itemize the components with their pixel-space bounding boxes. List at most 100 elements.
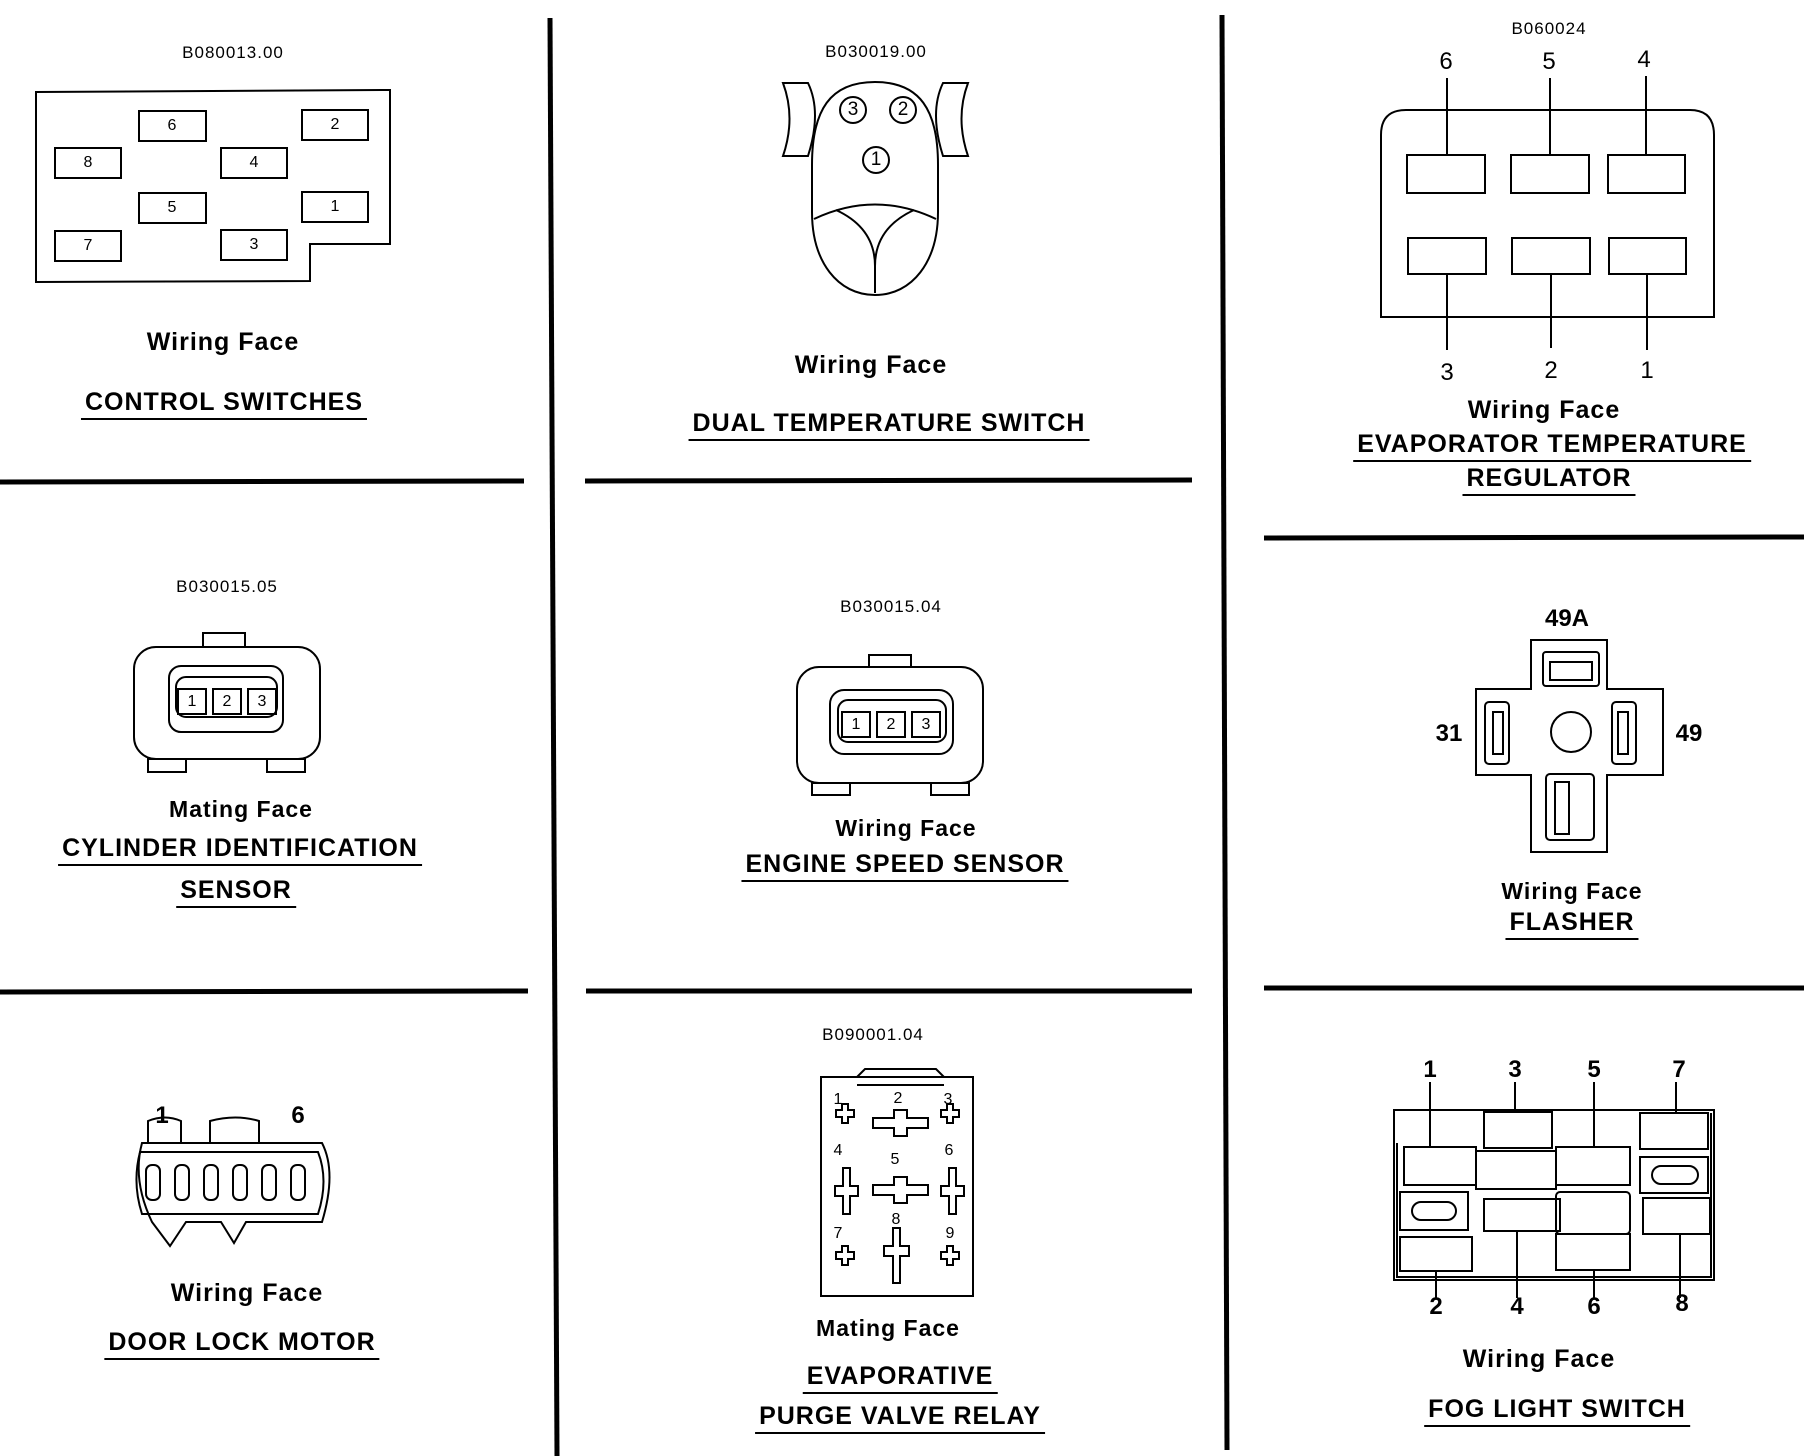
- pin-4-label: 4: [249, 154, 259, 171]
- pin-box-2: [876, 711, 906, 738]
- door-lock-face: Wiring Face: [170, 1279, 324, 1307]
- pin-box-3: [911, 711, 941, 738]
- pin-2-label: 2: [1429, 1293, 1443, 1320]
- pin-2-label: 2: [886, 716, 896, 733]
- pin-4-label: 4: [1637, 46, 1651, 73]
- pin-1-label: 1: [155, 1102, 169, 1129]
- engine-speed-face: Wiring Face: [835, 815, 977, 841]
- pin-2-label: 2: [222, 693, 232, 710]
- pin-6-label: 6: [167, 117, 177, 134]
- terminal-3-label: 3: [847, 99, 859, 120]
- cylinder-id-face: Mating Face: [169, 796, 313, 822]
- pin-31-label: 31: [1435, 720, 1463, 747]
- pin-1-label: 1: [833, 1091, 843, 1108]
- dual-temp-switch-title: DUAL TEMPERATURE SWITCH: [688, 411, 1090, 441]
- fog-light-title: FOG LIGHT SWITCH: [1424, 1397, 1690, 1427]
- pin-7-label: 7: [1672, 1056, 1686, 1083]
- terminal-1: [862, 146, 890, 174]
- cell-6: [138, 110, 207, 142]
- cell-7: [54, 230, 122, 262]
- purge-relay-code: B090001.04: [822, 1025, 924, 1044]
- flasher-title: FLASHER: [1505, 910, 1639, 940]
- pin-8-label: 8: [1675, 1290, 1689, 1317]
- pin-1-label: 1: [1640, 357, 1654, 384]
- panel-dividers: [0, 14, 1804, 1456]
- dual-temp-switch-face: Wiring Face: [794, 351, 948, 379]
- pin-1-label: 1: [330, 198, 340, 215]
- terminal-2-label: 2: [897, 99, 909, 120]
- pin-5-label: 5: [167, 199, 177, 216]
- pin-box-3: [247, 688, 277, 715]
- purge-relay-title-line1: EVAPORATIVE: [802, 1364, 998, 1394]
- flasher-body: [1475, 639, 1664, 853]
- dual-temp-switch-code: B030019.00: [825, 42, 927, 61]
- door-lock-motor-body: [135, 1116, 331, 1248]
- pin-9-label: 9: [945, 1225, 955, 1242]
- pin-1-label: 1: [851, 716, 861, 733]
- purge-relay-title-line2: PURGE VALVE RELAY: [755, 1404, 1045, 1434]
- fog-light-switch-body: [1393, 1082, 1715, 1298]
- evap-regulator-title-line1: EVAPORATOR TEMPERATURE: [1353, 432, 1751, 462]
- cell-1: [301, 191, 369, 223]
- pin-1-label: 1: [187, 693, 197, 710]
- purge-relay-face: Mating Face: [816, 1315, 960, 1341]
- pin-49-label: 49: [1675, 720, 1703, 747]
- terminal-1-label: 1: [870, 149, 882, 170]
- engine-speed-code: B030015.04: [840, 597, 942, 616]
- pin-6-label: 6: [291, 1102, 305, 1129]
- engine-speed-sensor-body: [796, 654, 984, 796]
- pin-box-1: [841, 711, 871, 738]
- door-lock-title: DOOR LOCK MOTOR: [104, 1330, 380, 1360]
- pin-7-label: 7: [83, 237, 93, 254]
- control-switches-title: CONTROL SWITCHES: [80, 390, 368, 420]
- cylinder-id-code: B030015.05: [176, 577, 278, 596]
- cylinder-id-sensor-body: [133, 632, 321, 773]
- pin-3-label: 3: [1508, 1056, 1522, 1083]
- pin-5-label: 5: [890, 1151, 900, 1168]
- pin-4-label: 4: [1510, 1293, 1524, 1320]
- pin-6-label: 6: [1587, 1293, 1601, 1320]
- control-switches-code: B080013.00: [182, 43, 284, 62]
- fog-light-face: Wiring Face: [1462, 1345, 1616, 1373]
- pin-5-label: 5: [1587, 1056, 1601, 1083]
- pin-3-label: 3: [257, 693, 267, 710]
- pin-8-label: 8: [891, 1211, 901, 1228]
- pin-5-label: 5: [1542, 48, 1556, 75]
- evap-regulator-face: Wiring Face: [1467, 396, 1621, 424]
- cylinder-id-title-line2: SENSOR: [176, 878, 296, 908]
- dual-temp-switch-body: [781, 80, 970, 297]
- flasher-face: Wiring Face: [1501, 878, 1643, 904]
- cell-2: [301, 109, 369, 141]
- cell-4: [220, 147, 288, 179]
- cell-5: [138, 192, 207, 224]
- evap-regulator-code: B060024: [1511, 19, 1587, 38]
- pin-2-label: 2: [1544, 357, 1558, 384]
- evap-regulator-connector: [1380, 76, 1715, 350]
- pin-1-label: 1: [1423, 1056, 1437, 1083]
- pin-3-label: 3: [943, 1091, 953, 1108]
- purge-relay-body: [820, 1068, 974, 1297]
- pin-2-label: 2: [330, 116, 340, 133]
- engine-speed-title: ENGINE SPEED SENSOR: [741, 852, 1069, 882]
- pin-3-label: 3: [249, 236, 259, 253]
- pin-7-label: 7: [833, 1225, 843, 1242]
- control-switches-connector: [35, 88, 391, 284]
- terminal-3: [839, 96, 867, 124]
- control-switches-face: Wiring Face: [146, 328, 300, 356]
- pin-box-2: [212, 688, 242, 715]
- pin-3-label: 3: [1440, 359, 1454, 386]
- pin-2-label: 2: [893, 1090, 903, 1107]
- pin-4-label: 4: [833, 1142, 843, 1159]
- terminal-2: [889, 96, 917, 124]
- pin-49a-label: 49A: [1544, 605, 1590, 632]
- pin-box-1: [177, 688, 207, 715]
- cell-3: [220, 229, 288, 261]
- cylinder-id-title-line1: CYLINDER IDENTIFICATION: [58, 836, 422, 866]
- pin-3-label: 3: [921, 716, 931, 733]
- pin-6-label: 6: [1439, 48, 1453, 75]
- pin-6-label: 6: [944, 1142, 954, 1159]
- evap-regulator-title-line2: REGULATOR: [1462, 466, 1636, 496]
- cell-8: [54, 147, 122, 179]
- pin-8-label: 8: [83, 154, 93, 171]
